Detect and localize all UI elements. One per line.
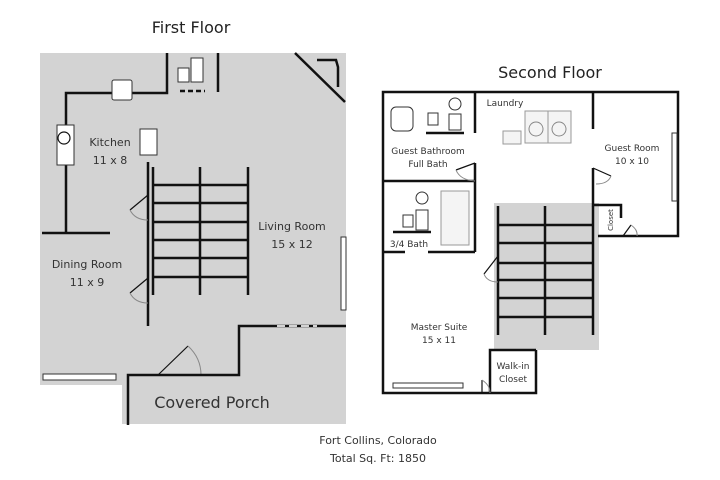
- fridge-icon: [139, 128, 158, 156]
- kitchen-label: Kitchen: [89, 136, 130, 149]
- window-icon: [671, 132, 678, 202]
- dining-room-label: Dining Room: [52, 258, 122, 271]
- guest-room-label: Guest Room: [605, 144, 660, 154]
- walkin-closet-label: Walk-in: [496, 362, 529, 372]
- toilet-icon: [427, 112, 439, 126]
- kitchen-size: 11 x 8: [93, 154, 128, 167]
- first-floor-plan: First Floor: [40, 18, 347, 425]
- three-quarter-bath-label: 3/4 Bath: [390, 240, 428, 250]
- closet-label: Closet: [607, 209, 615, 231]
- second-floor-plan: Second Floor: [381, 63, 680, 395]
- first-floor-title: First Floor: [152, 18, 231, 37]
- outer-wall: [381, 90, 680, 395]
- master-suite-label: Master Suite: [411, 323, 468, 333]
- door-icon: [455, 162, 638, 394]
- window-icon: [340, 236, 347, 311]
- first-floor-area: [40, 53, 346, 424]
- living-room-size: 15 x 12: [271, 238, 313, 251]
- dining-room-size: 11 x 9: [70, 276, 105, 289]
- mirror-icon: [448, 97, 462, 111]
- stair-area: [494, 203, 599, 350]
- washer-icon: [524, 110, 549, 144]
- second-floor-stairs: [496, 206, 595, 335]
- toilet-icon: [177, 67, 190, 83]
- vanity-icon: [190, 57, 204, 83]
- walkin-closet-label-2: Closet: [499, 375, 528, 385]
- guest-bathroom-label: Guest Bathroom: [391, 147, 465, 157]
- total-sqft-text: Total Sq. Ft: 1850: [329, 452, 426, 465]
- sink-icon: [448, 113, 462, 131]
- master-suite-size: 15 x 11: [422, 336, 456, 346]
- diagonal-wall: [294, 52, 346, 103]
- location-text: Fort Collins, Colorado: [319, 434, 437, 447]
- door-icon: [129, 194, 202, 376]
- guest-room-size: 10 x 10: [615, 157, 649, 167]
- second-floor-title: Second Floor: [498, 63, 602, 82]
- sink-icon: [56, 124, 75, 166]
- stove-icon: [111, 79, 133, 101]
- dryer-icon: [547, 110, 572, 144]
- bathtub-icon: [390, 106, 414, 132]
- window-icon: [42, 373, 117, 381]
- corner-wall: [317, 58, 340, 87]
- guest-bathroom-type: Full Bath: [408, 160, 447, 170]
- window-icon: [392, 382, 464, 389]
- laundry-label: Laundry: [487, 99, 524, 109]
- first-floor-stairs: [151, 167, 250, 295]
- porch-label: Covered Porch: [154, 393, 270, 412]
- toilet-icon: [402, 214, 414, 228]
- living-room-label: Living Room: [258, 220, 326, 233]
- mirror-icon: [415, 191, 429, 205]
- porch-wall: [126, 324, 346, 425]
- laundry-basket-icon: [502, 130, 522, 145]
- sink-icon: [415, 209, 429, 231]
- shower-icon: [440, 190, 470, 246]
